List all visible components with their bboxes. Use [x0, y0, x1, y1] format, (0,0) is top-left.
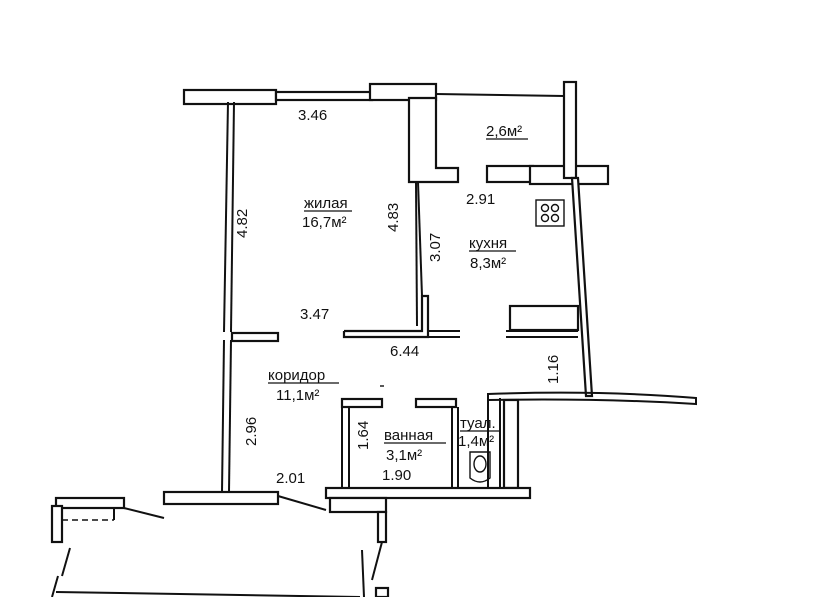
- dim-kitchen-left: 3.07: [427, 233, 444, 262]
- living-right-wall: [415, 181, 418, 327]
- bottom-wall: [162, 486, 532, 544]
- toilet-walls: [487, 398, 520, 490]
- room-toilet-name: туал.: [460, 415, 496, 432]
- kitchen-top-wall: [485, 164, 610, 186]
- room-bathroom-name: ванная: [384, 427, 433, 444]
- dim-bath-bottom: 1.90: [382, 467, 411, 484]
- kitchen-left-wall: [417, 181, 423, 297]
- room-toilet-area: 1,4м²: [458, 433, 494, 450]
- kitchen-bottom-outer-wall: [487, 391, 697, 406]
- room-kitchen-name: кухня: [469, 235, 507, 252]
- entrance-area: [50, 496, 390, 597]
- room-toilet: туал. 1,4м²: [458, 415, 500, 450]
- dim-living-top: 3.46: [298, 107, 327, 124]
- corridor-left-wall-2: [228, 339, 232, 493]
- living-left-wall-2: [230, 101, 235, 333]
- kitchen-counter: [508, 304, 580, 332]
- top-wall: [182, 82, 438, 106]
- bathroom-walls: [340, 397, 459, 490]
- room-bathroom-area: 3,1м²: [386, 447, 422, 464]
- room-kitchen: кухня 8,3м²: [469, 235, 516, 272]
- corridor-left-wall: [221, 339, 225, 493]
- room-corridor-name: коридор: [268, 367, 325, 384]
- room-corridor: коридор 11,1м²: [268, 367, 339, 404]
- dim-kitchen-right: 1.16: [545, 355, 562, 384]
- toilet-icon: [469, 451, 491, 483]
- room-balcony: 2,6м²: [486, 123, 528, 140]
- kitchen-right-wall: [570, 176, 594, 398]
- dim-living-left: 4.82: [234, 209, 251, 238]
- dim-living-bottom: 3.47: [300, 306, 329, 323]
- balcony: [435, 80, 578, 180]
- dim-living-right: 4.83: [385, 203, 402, 232]
- dim-balcony-bottom: 2.91: [466, 191, 495, 208]
- room-corridor-area: 11,1м²: [276, 387, 319, 404]
- dim-bath-left: 1.64: [355, 421, 372, 450]
- room-living: жилая 16,7м²: [302, 195, 352, 231]
- dim-corridor-length: 6.44: [390, 343, 419, 360]
- living-right-wall-upper: [407, 96, 460, 184]
- living-bottom-partition: [342, 294, 430, 339]
- living-left-wall: [223, 101, 229, 333]
- stove-icon: [535, 199, 565, 227]
- room-kitchen-area: 8,3м²: [470, 255, 506, 272]
- dim-corridor-left: 2.96: [243, 417, 260, 446]
- dim-corridor-bottom: 2.01: [276, 470, 305, 487]
- room-living-name: жилая: [304, 195, 348, 212]
- living-bottom-stub: [230, 331, 280, 343]
- room-living-area: 16,7м²: [302, 214, 347, 231]
- room-bathroom: ванная 3,1м²: [384, 427, 446, 464]
- room-balcony-area: 2,6м²: [486, 123, 522, 140]
